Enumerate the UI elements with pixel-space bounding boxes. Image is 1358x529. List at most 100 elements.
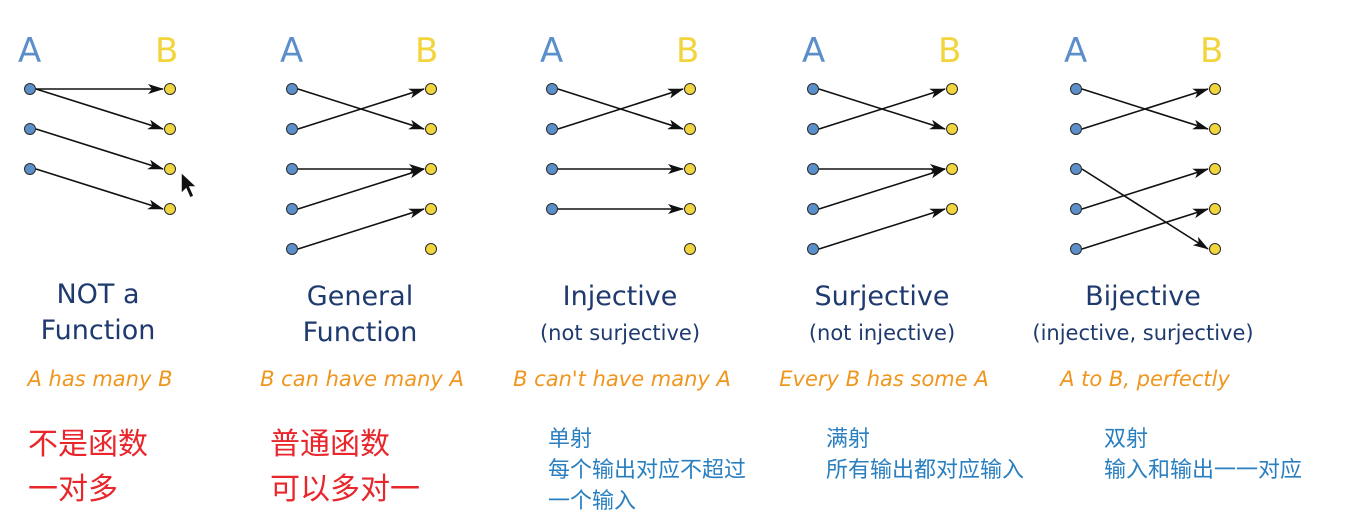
mapping-arrow xyxy=(818,168,946,210)
mapping-arrow xyxy=(297,208,425,250)
set-b-element-dot xyxy=(1209,123,1221,135)
set-a-label: A xyxy=(18,31,41,71)
set-b-element-dot xyxy=(946,203,958,215)
set-a-element-dot xyxy=(286,83,298,95)
set-b-label: B xyxy=(676,31,699,71)
set-a-element-dot xyxy=(286,123,298,135)
set-b-element-dot xyxy=(684,163,696,175)
panel-title: General xyxy=(307,281,413,312)
panel-title: Surjective xyxy=(815,281,950,312)
panel-not-a-function: A B NOT a Function A has many B 不是函数 一对多 xyxy=(18,31,178,507)
set-b-label: B xyxy=(415,31,438,71)
set-b-element-dot xyxy=(164,123,176,135)
set-b-element-dot xyxy=(946,83,958,95)
set-b-element-dot xyxy=(1209,83,1221,95)
mapping-arrows xyxy=(286,83,437,255)
set-a-element-dot xyxy=(807,203,819,215)
set-b-element-dot xyxy=(164,203,176,215)
mapping-arrow xyxy=(1081,168,1209,250)
panel-title-line-2: Function xyxy=(41,315,156,346)
set-a-element-dot xyxy=(807,123,819,135)
mapping-arrow xyxy=(818,208,946,250)
panel-caption: B can't have many A xyxy=(513,367,731,391)
set-b-element-dot xyxy=(946,163,958,175)
mapping-arrows xyxy=(24,83,176,215)
set-a-element-dot xyxy=(1070,243,1082,255)
chinese-note-line-2: 所有输出都对应输入 xyxy=(826,458,1024,483)
set-b-element-dot xyxy=(425,203,437,215)
set-a-element-dot xyxy=(1070,203,1082,215)
set-b-element-dot xyxy=(1209,203,1221,215)
set-a-element-dot xyxy=(546,163,558,175)
chinese-note-line-1: 单射 xyxy=(548,427,592,452)
panel-subtitle: (not injective) xyxy=(809,321,955,345)
chinese-note-line-2: 可以多对一 xyxy=(270,472,420,507)
set-a-element-dot xyxy=(807,243,819,255)
chinese-note-line-3: 一个输入 xyxy=(548,489,636,514)
panel-caption: A to B, perfectly xyxy=(1058,367,1230,391)
set-b-element-dot xyxy=(1209,163,1221,175)
set-b-label: B xyxy=(938,31,961,71)
set-b-element-dot xyxy=(425,163,437,175)
mapping-arrow xyxy=(35,128,164,170)
panel-general-function: A B General Function B can have many A 普… xyxy=(260,31,464,507)
panel-caption: A has many B xyxy=(26,367,173,391)
mapping-arrows xyxy=(1070,83,1221,255)
set-b-element-dot xyxy=(164,163,176,175)
set-b-label: B xyxy=(1200,31,1223,71)
chinese-note-line-1: 满射 xyxy=(826,427,870,452)
chinese-note-line-2: 一对多 xyxy=(28,472,118,507)
set-a-element-dot xyxy=(546,203,558,215)
set-a-element-dot xyxy=(286,163,298,175)
panel-caption: B can have many A xyxy=(260,367,464,391)
panel-subtitle: (injective, surjective) xyxy=(1032,321,1253,345)
panel-title: NOT a xyxy=(56,279,139,310)
set-b-element-dot xyxy=(684,83,696,95)
panel-injective: A B Injective (not surjective) B can't h… xyxy=(513,31,746,514)
set-b-element-dot xyxy=(684,123,696,135)
panel-bijective: A B Bijective (injective, surjective) A … xyxy=(1032,31,1302,483)
set-a-element-dot xyxy=(24,163,36,175)
chinese-note-line-2: 输入和输出一一对应 xyxy=(1104,458,1302,483)
chinese-note-line-2: 每个输出对应不超过 xyxy=(548,458,746,483)
mapping-arrow xyxy=(297,88,425,130)
set-a-element-dot xyxy=(807,163,819,175)
mapping-arrows xyxy=(807,83,958,255)
set-b-element-dot xyxy=(425,123,437,135)
set-a-element-dot xyxy=(1070,83,1082,95)
panel-subtitle: (not surjective) xyxy=(540,321,700,345)
set-b-element-dot xyxy=(684,203,696,215)
mapping-arrow xyxy=(818,88,946,130)
mapping-arrows xyxy=(546,83,696,255)
set-b-element-dot xyxy=(946,123,958,135)
panel-title: Injective xyxy=(563,281,678,312)
set-a-element-dot xyxy=(807,83,819,95)
set-a-element-dot xyxy=(1070,163,1082,175)
set-a-element-dot xyxy=(286,243,298,255)
set-a-element-dot xyxy=(546,123,558,135)
set-b-element-dot xyxy=(164,83,176,95)
set-a-element-dot xyxy=(546,83,558,95)
set-b-element-dot xyxy=(425,83,437,95)
panel-title-line-2: Function xyxy=(303,317,418,348)
set-a-label: A xyxy=(540,31,563,71)
set-a-label: A xyxy=(280,31,303,71)
panel-caption: Every B has some A xyxy=(779,367,988,391)
mapping-arrow xyxy=(1081,88,1209,130)
set-a-label: A xyxy=(1064,31,1087,71)
set-b-label: B xyxy=(155,31,178,71)
set-b-element-dot xyxy=(1209,243,1221,255)
set-a-label: A xyxy=(802,31,825,71)
mapping-arrow xyxy=(557,88,684,130)
chinese-note-line-1: 普通函数 xyxy=(270,427,390,462)
set-a-element-dot xyxy=(286,203,298,215)
mapping-arrow xyxy=(35,168,164,210)
mapping-arrow xyxy=(1081,208,1209,250)
panel-surjective: A B Surjective (not injective) Every B h… xyxy=(779,31,1024,483)
mapping-arrow xyxy=(1081,168,1209,210)
set-b-element-dot xyxy=(684,243,696,255)
set-a-element-dot xyxy=(1070,123,1082,135)
panel-title: Bijective xyxy=(1085,281,1201,312)
mapping-arrow xyxy=(297,168,425,210)
